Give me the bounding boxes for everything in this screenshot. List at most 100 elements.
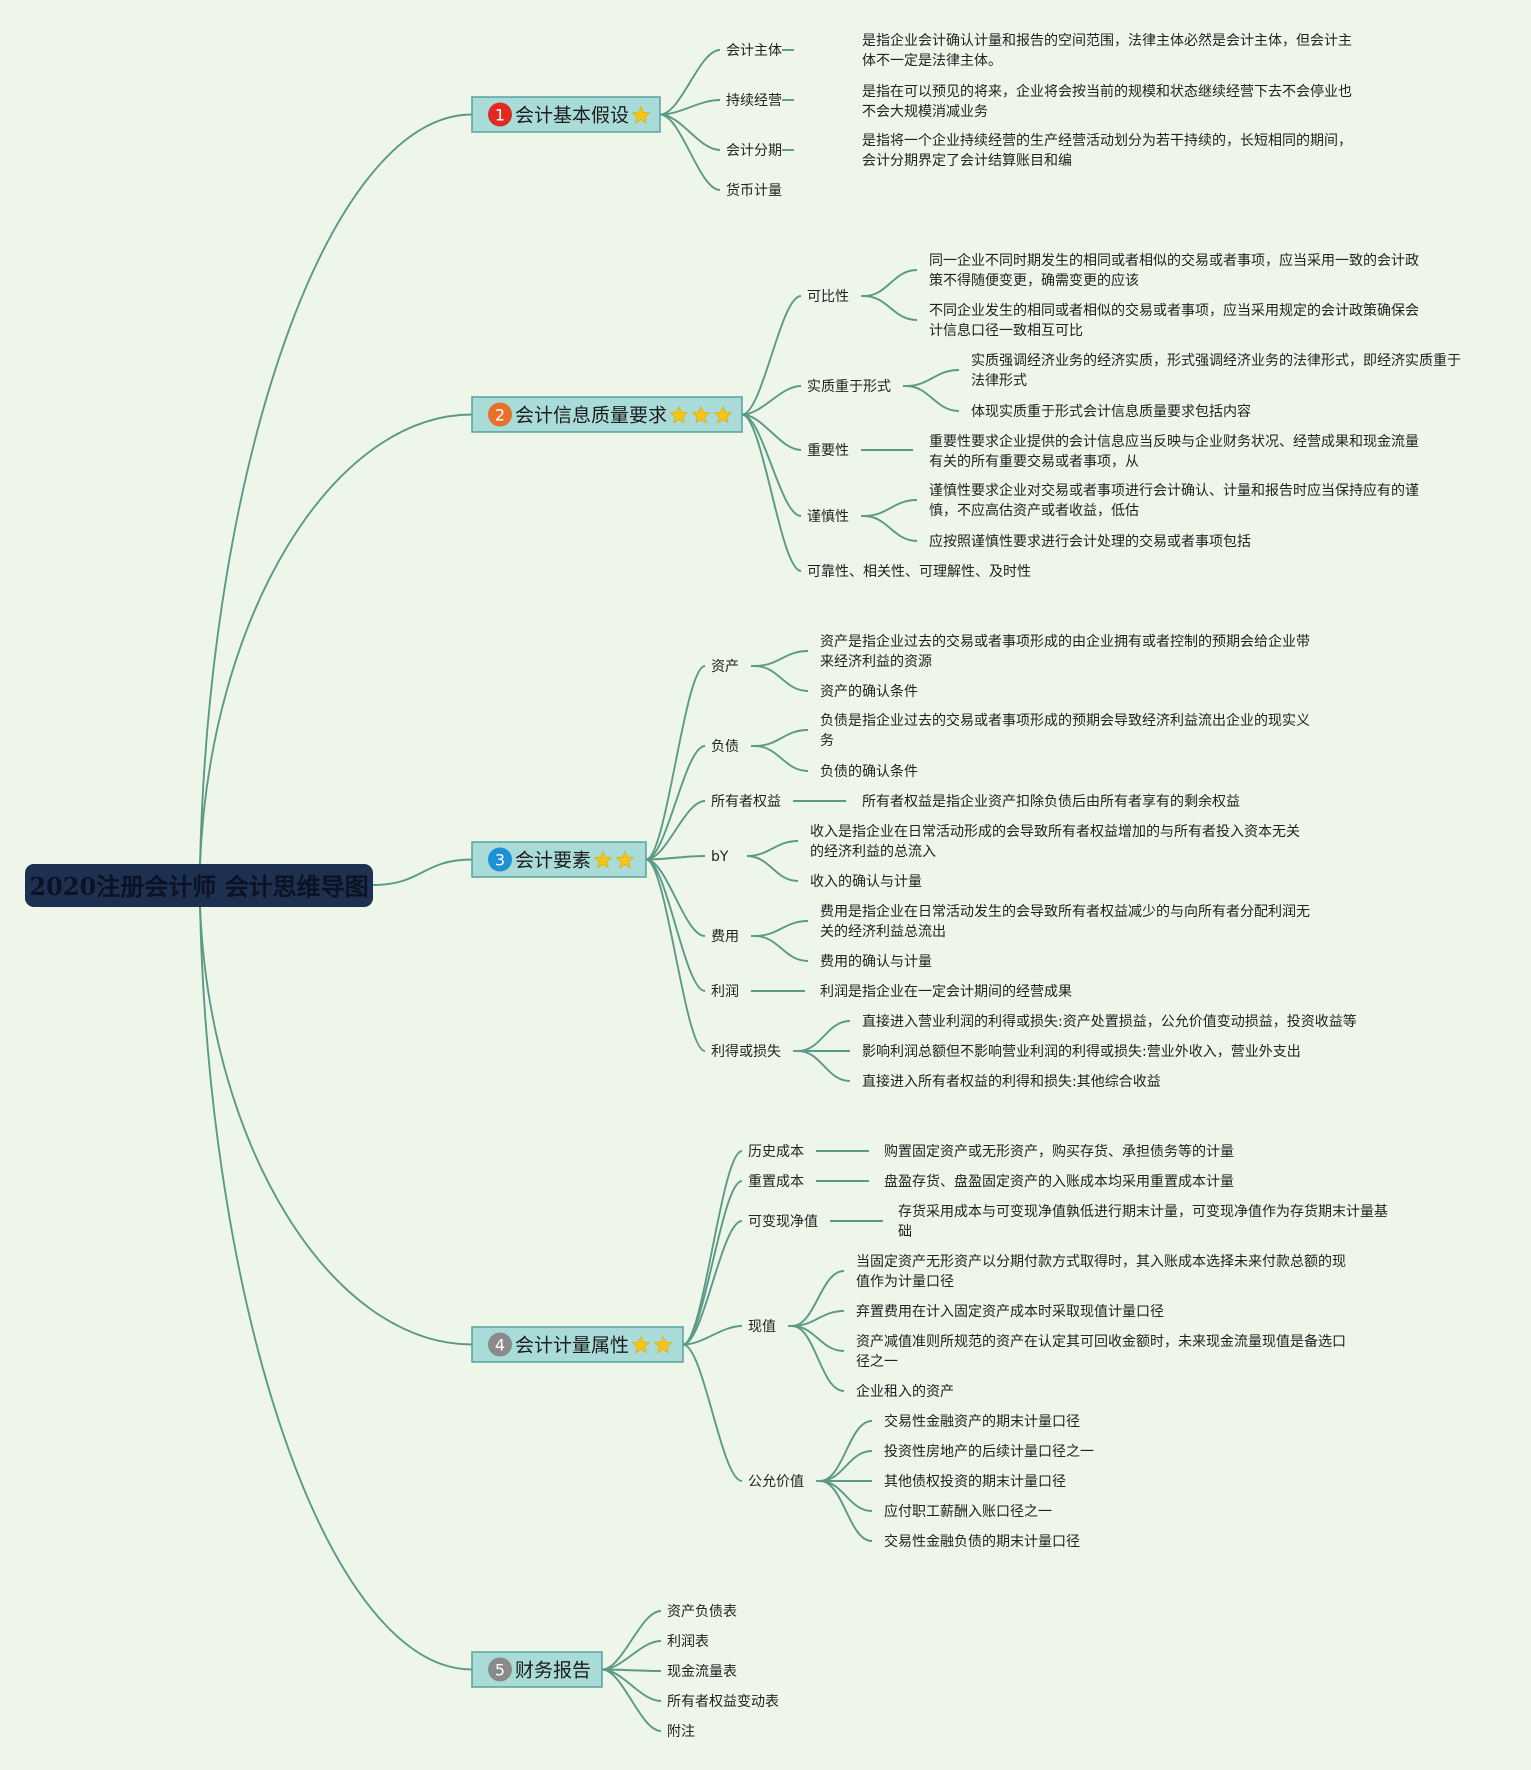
branch-3-child-2-item-2-connector: [754, 745, 809, 772]
branch-4-child-5-item-5-line-1: 交易性金融负债的期末计量口径: [884, 1533, 1080, 1550]
branch-2-child-4-item-2-connector: [863, 515, 918, 542]
branch-5-child-1-label: 资产负债表: [667, 1604, 737, 1620]
branch-3-child-4-label: bY: [711, 849, 729, 865]
branch-5-number: 5: [495, 1661, 505, 1680]
branch-3-child-1-label: 资产: [711, 659, 739, 675]
branch-3-child-4-connector: [645, 855, 706, 861]
branch-4-child-4-item-1-connector: [791, 1270, 845, 1327]
branch-3-child-3-detail-line-1: 所有者权益是指企业资产扣除负债后由所有者享有的剩余权益: [862, 793, 1240, 810]
branch-5-child-5-label: 附注: [667, 1724, 695, 1740]
branch-texts: 会计主体是指企业会计确认计量和报告的空间范围，法律主体必然是会计主体，但会计主体…: [667, 32, 1461, 1740]
branch-3-number: 3: [495, 851, 505, 870]
branch-2-child-2-item-1-connector: [905, 369, 960, 387]
branch-2-child-4-label: 谨慎性: [807, 509, 849, 525]
branch-4-label: 会计计量属性: [515, 1335, 629, 1357]
branch-4-child-4-label: 现值: [748, 1319, 776, 1335]
branch-2-child-1-item-2-line-1: 不同企业发生的相同或者相似的交易或者事项，应当采用规定的会计政策确保会: [929, 302, 1419, 319]
branch-3-child-7-item-3-line-1: 直接进入所有者权益的利得和损失:其他综合收益: [862, 1073, 1161, 1090]
branch-4-node[interactable]: 4 会计计量属性: [471, 1326, 684, 1363]
branch-3-child-1-item-1-connector: [754, 650, 809, 667]
branch-4-child-5-item-2-line-1: 投资性房地产的后续计量口径之一: [884, 1443, 1094, 1460]
branch-3-child-4-item-1-line-1: 收入是指企业在日常活动形成的会导致所有者权益增加的与所有者投入资本无关: [810, 823, 1300, 840]
branch-2-child-1-item-1-line-1: 同一企业不同时期发生的相同或者相似的交易或者事项，应当采用一致的会计政: [929, 252, 1419, 269]
branch-4-child-5-item-4-line-1: 应付职工薪酬入账口径之一: [884, 1503, 1052, 1520]
branch-4-child-4-item-1-line-1: 当固定资产无形资产以分期付款方式取得时，其入账成本选择未来付款总额的现: [856, 1253, 1346, 1270]
branch-3-child-6-detail-line-1: 利润是指企业在一定会计期间的经营成果: [820, 983, 1072, 1000]
branch-3-child-6-connector: [645, 858, 706, 992]
branch-4-child-5-connector: [682, 1343, 743, 1482]
branch-2-child-2-item-1-line-2: 法律形式: [971, 373, 1027, 389]
branch-2-child-1-item-2-connector: [863, 295, 918, 321]
branch-3-child-1-item-1-line-1: 资产是指企业过去的交易或者事项形成的由企业拥有或者控制的预期会给企业带: [820, 633, 1310, 650]
star-icon: [691, 405, 711, 424]
branch-4-child-4-item-1-line-2: 值作为计量口径: [856, 1274, 954, 1290]
root-title: 2020注册会计师 会计思维导图: [29, 872, 368, 901]
branch-3-child-5-item-1-line-1: 费用是指企业在日常活动发生的会导致所有者权益减少的与向所有者分配利润无: [820, 903, 1310, 920]
branch-4-child-5-item-3-line-1: 其他债权投资的期末计量口径: [884, 1474, 1066, 1490]
branch-4-child-2-label: 重置成本: [748, 1174, 804, 1190]
branch-3-child-5-connector: [645, 858, 706, 937]
branch-4-child-5-item-1-connector: [819, 1420, 873, 1482]
branch-3-number-badge: [488, 847, 512, 872]
branch-2-child-4-item-1-line-1: 谨慎性要求企业对交易或者事项进行会计确认、计量和报告时应当保持应有的谨: [929, 482, 1419, 499]
branch-4-number: 4: [495, 1336, 505, 1355]
branch-5-child-1-connector: [601, 1610, 662, 1671]
star-icon: [615, 850, 635, 869]
branch-3-child-2-item-2-line-1: 负债的确认条件: [820, 763, 918, 780]
branch-2-child-4-item-1-connector: [863, 499, 918, 517]
branch-4-connector: [199, 906, 473, 1346]
branch-3-child-7-item-3-connector: [797, 1050, 851, 1082]
branch-3-child-6-label: 利润: [711, 984, 739, 1000]
branch-1-child-1-detail-line-1: 是指企业会计确认计量和报告的空间范围，法律主体必然是会计主体，但会计主: [862, 32, 1352, 49]
branch-1-child-3-connector: [659, 113, 721, 151]
branch-2-child-5-connector: [741, 413, 802, 572]
branch-3-child-7-connector: [645, 858, 706, 1052]
branch-4-child-1-label: 历史成本: [748, 1144, 804, 1160]
branch-1-child-3-detail-line-1: 是指将一个企业持续经营的生产经营活动划分为若干持续的，长短相同的期间，: [862, 132, 1352, 149]
branch-2-child-4-item-2-line-1: 应按照谨慎性要求进行会计处理的交易或者事项包括: [929, 533, 1251, 550]
branch-1-child-3-detail-line-2: 会计分期界定了会计结算账目和编: [862, 153, 1072, 169]
branch-3-child-5-item-2-line-1: 费用的确认与计量: [820, 954, 932, 970]
branch-3-child-2-item-1-connector: [754, 729, 809, 747]
branch-2-child-3-detail-line-1: 重要性要求企业提供的会计信息应当反映与企业财务状况、经营成果和现金流量: [929, 433, 1419, 450]
branch-3-child-4-item-1-connector: [746, 840, 799, 857]
branch-3-child-7-item-2-line-1: 影响利润总额但不影响营业利润的利得或损失:营业外收入，营业外支出: [862, 1043, 1301, 1060]
branch-2-child-1-item-1-line-2: 策不得随便变更，确需变更的应该: [929, 272, 1139, 289]
branch-2-child-4-item-1-line-2: 慎，不应高估资产或者收益，低估: [929, 502, 1139, 519]
branch-2-child-3-detail-line-2: 有关的所有重要交易或者事项，从: [929, 453, 1139, 470]
branch-2-child-1-item-2-line-2: 计信息口径一致相互可比: [929, 322, 1083, 339]
branch-4-child-5-item-1-line-1: 交易性金融资产的期末计量口径: [884, 1413, 1080, 1430]
branch-4-child-4-item-3-line-2: 径之一: [856, 1354, 898, 1370]
branch-2-child-3-label: 重要性: [807, 443, 849, 459]
branch-3-child-1-item-2-line-1: 资产的确认条件: [820, 683, 918, 700]
branch-5-child-3-label: 现金流量表: [667, 1664, 737, 1680]
branch-4-child-1-detail-line-1: 购置固定资产或无形资产，购买存货、承担债务等的计量: [884, 1143, 1234, 1160]
star-icon: [631, 105, 651, 124]
branch-5-child-4-label: 所有者权益变动表: [667, 1694, 779, 1710]
branch-3-child-1-item-2-connector: [754, 665, 809, 692]
branch-4-child-3-connector: [682, 1220, 743, 1346]
branch-4-number-badge: [488, 1332, 512, 1357]
branch-4-child-5-item-5-connector: [819, 1480, 873, 1542]
branch-4-child-4-connector: [682, 1325, 743, 1346]
branch-1-number: 1: [495, 106, 505, 125]
branch-3-child-2-label: 负债: [711, 739, 739, 755]
branch-1-child-1-connector: [659, 49, 721, 116]
branch-1-child-1-detail-line-2: 体不一定是法律主体。: [862, 53, 1002, 69]
branch-4-child-4-item-4-line-1: 企业租入的资产: [856, 1383, 954, 1400]
branch-4-child-4-item-4-connector: [791, 1325, 845, 1392]
branch-2-connector: [199, 413, 473, 865]
root-node[interactable]: 2020注册会计师 会计思维导图: [25, 864, 373, 907]
branch-3-child-4-item-1-line-2: 的经济利益的总流入: [810, 844, 936, 860]
branch-2-child-2-item-2-connector: [905, 385, 960, 412]
root-node-box: [25, 864, 373, 907]
branch-2-child-2-connector: [741, 385, 802, 416]
branch-2-child-5-label: 可靠性、相关性、可理解性、及时性: [807, 564, 1031, 580]
branch-1-child-4-connector: [659, 113, 721, 191]
star-icon: [713, 405, 733, 424]
